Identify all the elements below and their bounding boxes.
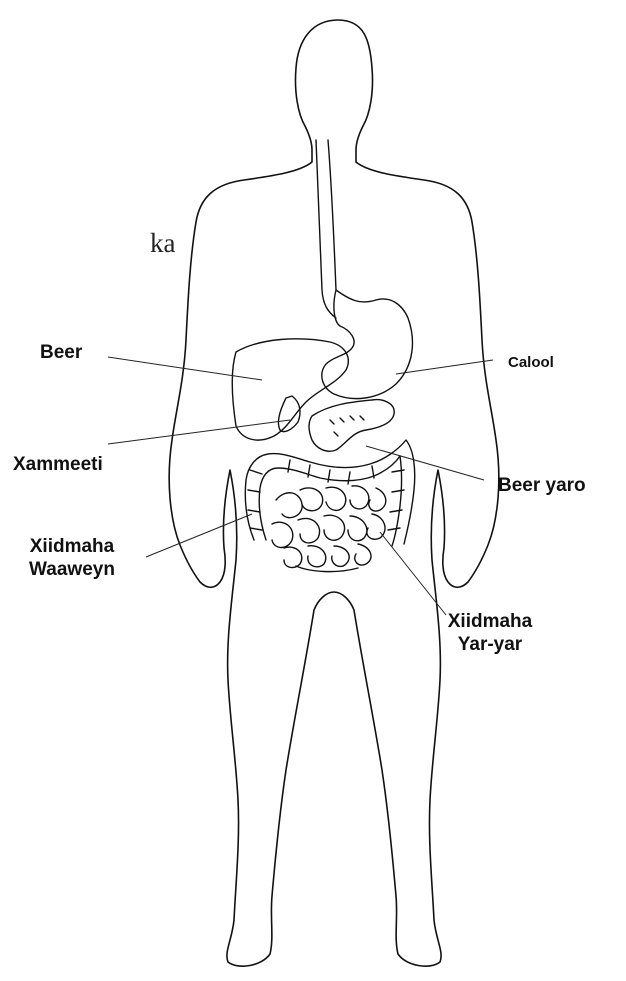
- label-small-intestine: Xiidmaha Yar-yar: [430, 610, 550, 656]
- large-intestine: [245, 440, 414, 544]
- pointer-line-stomach: [396, 360, 493, 374]
- label-large-intestine: Xiidmaha Waaweyn: [10, 535, 134, 581]
- text-fragment: ka: [150, 228, 175, 259]
- label-large-intestine-line2: Waaweyn: [10, 558, 134, 581]
- label-liver: Beer: [40, 341, 82, 364]
- pointer-line-small-intestine: [380, 532, 446, 615]
- label-pancreas: Beer yaro: [498, 474, 586, 497]
- pancreas: [309, 400, 394, 452]
- body-outline: [169, 20, 499, 966]
- pointer-line-pancreas: [366, 446, 484, 480]
- label-small-intestine-line1: Xiidmaha: [430, 610, 550, 633]
- label-small-intestine-line2: Yar-yar: [430, 633, 550, 656]
- small-intestine: [272, 486, 386, 572]
- label-stomach: Calool: [508, 351, 554, 374]
- label-large-intestine-line1: Xiidmaha: [10, 535, 134, 558]
- esophagus-inner: [328, 140, 336, 290]
- label-gallbladder: Xammeeti: [13, 453, 103, 476]
